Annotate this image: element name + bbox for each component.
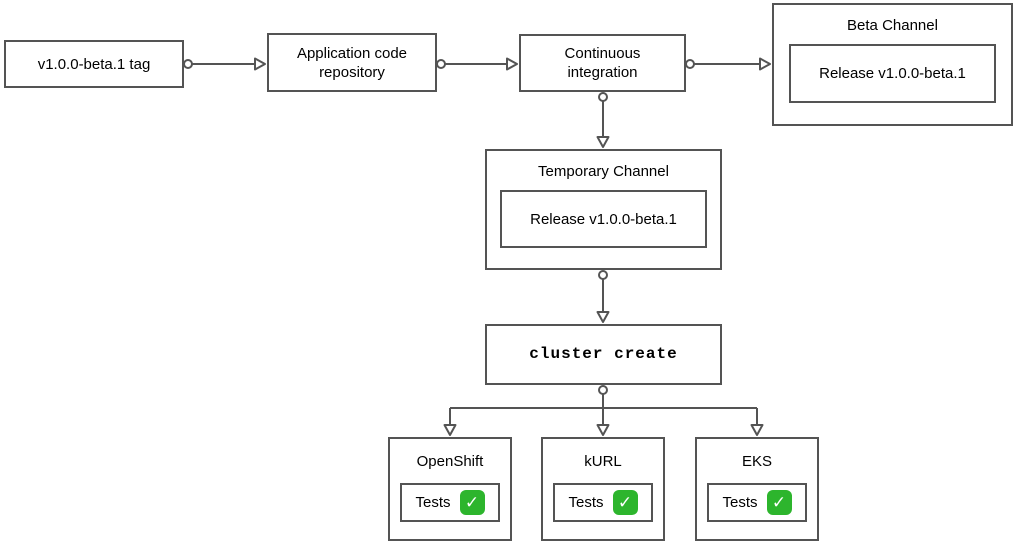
node-temporary-channel: Temporary Channel Release v1.0.0-beta.1 (485, 149, 722, 270)
openshift-title: OpenShift (416, 453, 484, 470)
check-icon: ✓ (612, 490, 638, 515)
node-version-tag-label: v1.0.0-beta.1 tag (37, 55, 151, 73)
node-cluster-create: cluster create (485, 324, 722, 385)
kurl-title: kURL (584, 453, 622, 470)
node-kurl: kURL Tests ✓ (541, 437, 665, 541)
node-app-code-repository-label: Application code repository (296, 44, 408, 81)
node-version-tag: v1.0.0-beta.1 tag (4, 40, 184, 88)
kurl-tests-box: Tests ✓ (553, 483, 653, 522)
openshift-tests-box: Tests ✓ (400, 483, 500, 522)
kurl-tests-label: Tests (568, 494, 604, 511)
node-continuous-integration-label: Continuous integration (564, 45, 641, 81)
temporary-channel-title: Temporary Channel (538, 163, 669, 180)
node-continuous-integration: Continuous integration (519, 34, 686, 92)
beta-channel-release-box: Release v1.0.0-beta.1 (789, 44, 996, 103)
check-icon: ✓ (766, 490, 792, 515)
cluster-create-label: cluster create (529, 345, 678, 363)
check-icon: ✓ (459, 490, 485, 515)
node-beta-channel: Beta Channel Release v1.0.0-beta.1 (772, 3, 1013, 126)
beta-channel-title: Beta Channel (847, 17, 938, 34)
eks-tests-box: Tests ✓ (707, 483, 807, 522)
beta-channel-release-label: Release v1.0.0-beta.1 (819, 65, 966, 82)
openshift-tests-label: Tests (415, 494, 451, 511)
eks-title: EKS (741, 453, 772, 470)
node-openshift: OpenShift Tests ✓ (388, 437, 512, 541)
eks-tests-label: Tests (722, 494, 758, 511)
temporary-channel-release-box: Release v1.0.0-beta.1 (500, 190, 707, 248)
connector-cluster-branches (449, 394, 758, 425)
temporary-channel-release-label: Release v1.0.0-beta.1 (530, 210, 677, 228)
node-app-code-repository: Application code repository (267, 33, 437, 92)
node-eks: EKS Tests ✓ (695, 437, 819, 541)
